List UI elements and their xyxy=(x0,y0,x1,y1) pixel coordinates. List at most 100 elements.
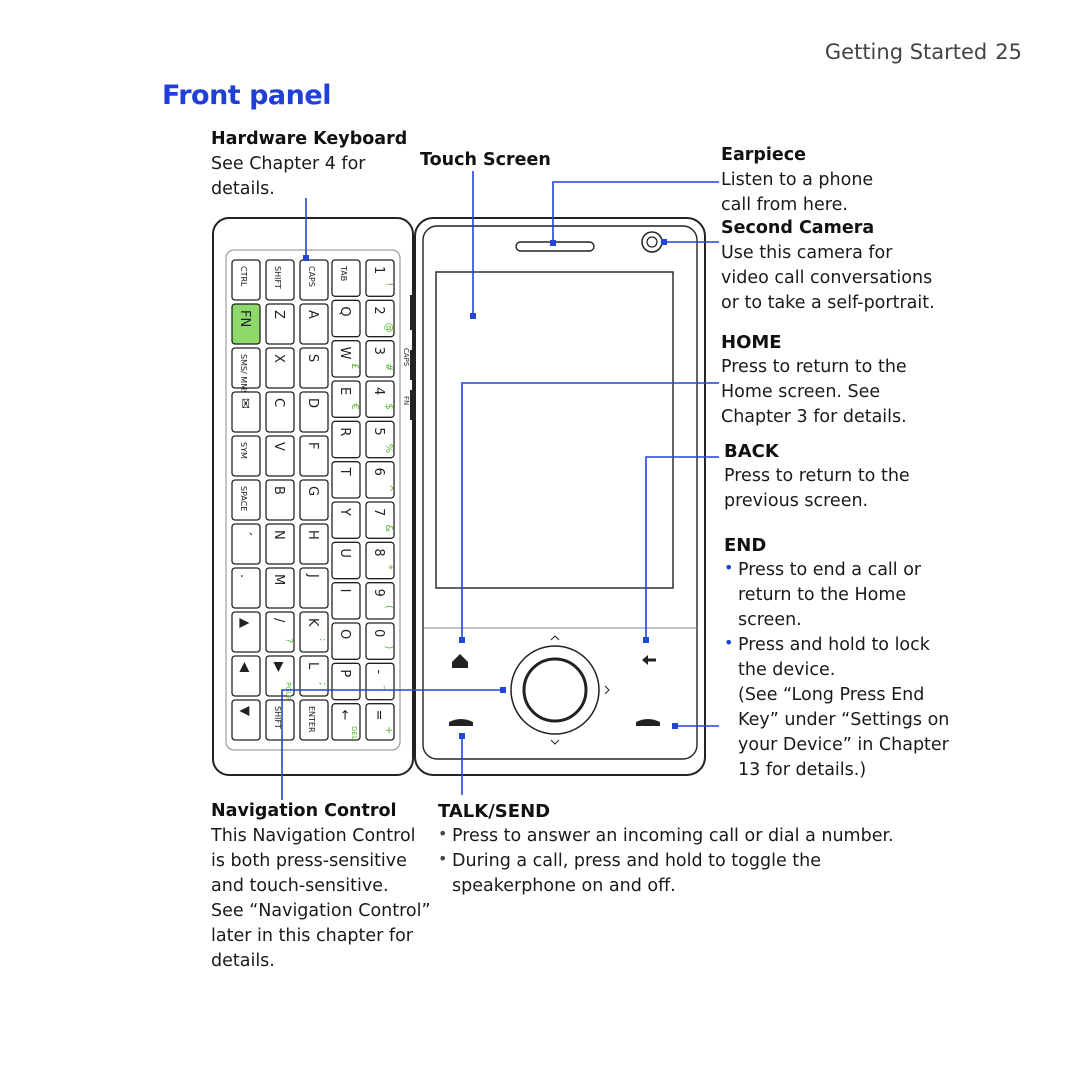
keyboard-key xyxy=(265,699,295,741)
keyboard-key-label: M xyxy=(271,574,286,585)
keyboard-key xyxy=(331,259,361,297)
keyboard-key-label: ← xyxy=(337,710,352,721)
navigation-control-line: and touch-sensitive. xyxy=(211,876,389,896)
keyboard-key xyxy=(299,259,329,301)
keyboard-key-label: CTRL xyxy=(239,266,248,287)
keyboard-key xyxy=(299,479,329,521)
keyboard-side-label: FN xyxy=(402,396,410,405)
home-line: Chapter 3 for details. xyxy=(721,407,907,427)
home-icon xyxy=(452,654,468,668)
keyboard-key-alt-label: $ xyxy=(383,403,394,409)
back-title: BACK xyxy=(724,441,779,462)
side-button xyxy=(410,295,415,330)
keyboard-key xyxy=(331,501,361,539)
keyboard-key xyxy=(299,347,329,389)
keyboard-key-label: . xyxy=(237,574,252,578)
talk-phone-icon xyxy=(449,719,473,726)
talk-send-callout: TALK/SEND Press to answer an incoming ca… xyxy=(438,799,958,899)
talk-send-bullet-line: Press to answer an incoming call or dial… xyxy=(452,826,894,846)
keyboard-key xyxy=(265,567,295,609)
keyboard-key xyxy=(331,461,361,499)
keyboard-key-label: J xyxy=(305,573,320,578)
keyboard-key-label: I xyxy=(337,589,352,593)
keyboard-key-label: CAPS xyxy=(307,266,316,287)
keyboard-key-label: 0 xyxy=(371,629,386,637)
keyboard-key-label: B xyxy=(271,486,286,495)
keyboard-key xyxy=(331,541,361,580)
end-callout: END Press to end a call or return to the… xyxy=(724,533,1044,783)
back-line: Press to return to the xyxy=(724,466,910,486)
keyboard-key-label: W xyxy=(337,347,352,360)
keyboard-key-label: 4 xyxy=(371,387,386,395)
hardware-keyboard-line: See Chapter 4 for xyxy=(211,154,366,174)
home-callout: HOME Press to return to the Home screen.… xyxy=(721,330,1021,430)
keyboard-key-label: E xyxy=(337,387,352,395)
keyboard-key-label: ◀ xyxy=(237,662,252,672)
earpiece-line: Listen to a phone xyxy=(721,170,874,190)
keyboard-key-label: 3 xyxy=(371,347,386,355)
keyboard-key xyxy=(331,703,361,741)
touch-screen-title: Touch Screen xyxy=(420,150,551,170)
keyboard-key-label: N xyxy=(271,530,286,540)
keyboard-key xyxy=(231,435,261,477)
second-camera-line: or to take a self-portrait. xyxy=(721,293,935,313)
earpiece-callout: Earpiece Listen to a phone call from her… xyxy=(721,143,1021,218)
back-line: previous screen. xyxy=(724,491,869,511)
keyboard-key-label: 2 xyxy=(371,306,386,314)
keyboard-key-label: FN xyxy=(237,310,252,327)
keyboard-key-alt-label: * xyxy=(383,565,394,570)
keyboard-key-label: 9 xyxy=(371,589,386,597)
home-line: Press to return to the xyxy=(721,357,907,377)
touch-screen xyxy=(435,271,674,589)
keyboard-key-label: SYM xyxy=(239,442,248,459)
keyboard-key-label: ENTER xyxy=(307,706,316,733)
phone-bezel xyxy=(422,225,698,760)
keyboard-bezel xyxy=(225,249,401,751)
keyboard-key-label: K xyxy=(305,618,320,627)
keyboard-key-label: O xyxy=(337,629,352,639)
page-title: Front panel xyxy=(162,80,331,111)
keyboard-key xyxy=(265,303,295,345)
keyboard-key-label: SHIFT xyxy=(273,706,282,729)
keyboard-key-alt-label: ? xyxy=(283,638,294,643)
keyboard-key-label: T xyxy=(337,467,352,476)
navigation-control xyxy=(510,635,610,745)
keyboard-key xyxy=(365,622,395,660)
keyboard-key xyxy=(231,699,261,741)
keyboard-key-label: 7 xyxy=(371,508,386,516)
keyboard-key-label: H xyxy=(305,530,320,540)
end-bullet-line: Press and hold to lock xyxy=(738,635,930,655)
navigation-control-line: is both press-sensitive xyxy=(211,851,407,871)
back-arrow-icon xyxy=(642,655,656,665)
keyboard-key xyxy=(265,655,295,697)
hardware-keyboard-title: Hardware Keyboard xyxy=(211,129,408,149)
keyboard-key-label: = xyxy=(371,710,386,721)
keyboard-key-alt-label: ( xyxy=(383,605,394,609)
keyboard-key xyxy=(231,655,261,697)
keyboard-key xyxy=(365,582,395,620)
end-bullet-line: the device. xyxy=(738,660,836,680)
keyboard-key-label: SMS/ MMS xyxy=(239,354,248,395)
keyboard-key-alt-label: % xyxy=(383,444,394,454)
keyboard-key-alt-label: ; xyxy=(317,682,328,685)
keyboard-key-label: SPACE xyxy=(239,486,248,511)
talk-send-bullet: During a call, press and hold to toggle … xyxy=(438,849,958,899)
keyboard-key xyxy=(331,622,361,660)
keyboard-key-alt-label: ! xyxy=(383,282,394,286)
navigation-control-title: Navigation Control xyxy=(211,801,397,821)
second-camera-title: Second Camera xyxy=(721,218,875,238)
keyboard-key-label: C xyxy=(271,398,286,407)
end-bullet: Press to end a call or return to the Hom… xyxy=(724,558,1044,633)
end-bullet-line: return to the Home xyxy=(738,585,907,605)
keyboard-key xyxy=(299,567,329,609)
keyboard-key-alt-label: & xyxy=(383,524,394,532)
keyboard-key xyxy=(299,611,329,653)
keyboard-key xyxy=(299,699,329,741)
keyboard-key xyxy=(231,523,261,565)
keyboard-key-label: Q xyxy=(337,306,352,316)
keyboard-key-label: TAB xyxy=(339,265,348,281)
keyboard-key-label: F xyxy=(305,442,320,449)
keyboard-key xyxy=(231,303,261,345)
